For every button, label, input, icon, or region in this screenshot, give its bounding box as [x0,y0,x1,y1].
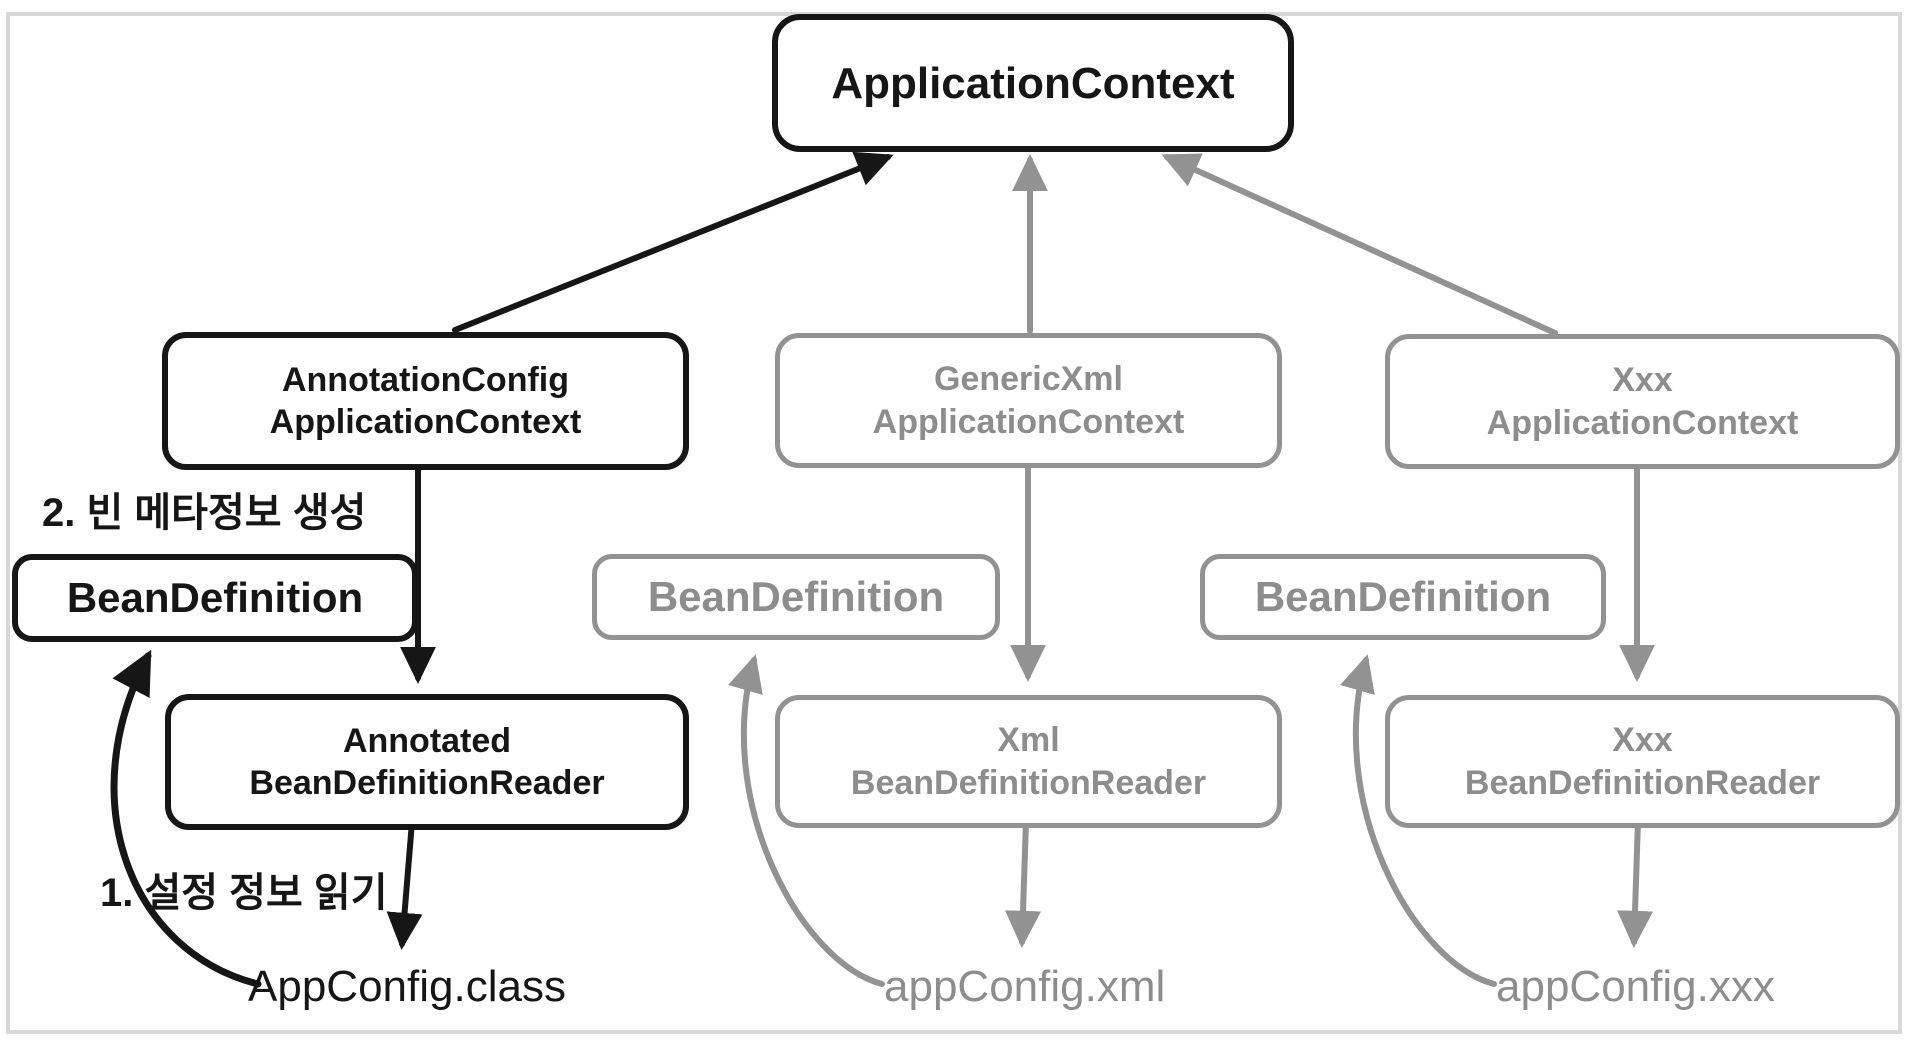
arrow-annotationconfig-to-applicationcontext [452,151,894,333]
node-xxxreader-line1: Xxx [1612,721,1673,759]
arrow-xxxcontext-to-applicationcontext [1161,153,1558,336]
arrow-xxxreader-to-appconfigxxx [1617,818,1654,948]
arrow-annotatedreader-to-appconfigclass [386,819,423,950]
node-xmlreader-line2: BeanDefinitionReader [850,763,1207,802]
node-annotated-beandefinitionreader: Annotated BeanDefinitionReader [165,694,689,830]
file-appconfig-class: AppConfig.class [248,962,566,1011]
node-annotationconfig-line2: ApplicationContext [269,403,582,441]
node-annotatedreader-line1: Annotated [342,721,512,760]
arrow-appconfigxxx-to-beandefinition [1340,654,1497,987]
node-genericxml-application-context: GenericXml ApplicationContext [775,333,1282,468]
node-genericxml-line1: GenericXml [934,360,1123,398]
arrow-appconfigclass-to-beandefinition [110,649,262,988]
node-beandefinition-left-label: BeanDefinition [66,573,364,621]
annotation-step2-create-bean-metadata: 2. 빈 메타정보 생성 [42,491,367,535]
annotation-step1-read-config-info: 1. 설정 정보 읽기 [100,871,388,915]
node-xmlreader-line1: Xml [997,721,1060,759]
node-beandefinition-right: BeanDefinition [1200,554,1606,640]
node-xml-beandefinitionreader: Xml BeanDefinitionReader [775,695,1282,828]
arrow-appconfigxml-to-beandefinition [728,654,885,987]
node-xxxcontext-line2: ApplicationContext [1486,403,1799,442]
node-application-context: ApplicationContext [772,14,1294,152]
file-appconfig-xxx: appConfig.xxx [1496,962,1775,1011]
node-annotationconfig-line1: AnnotationConfig [281,360,570,399]
node-xxxreader-line2: BeanDefinitionReader [1464,763,1821,802]
node-beandefinition-left: BeanDefinition [12,554,418,642]
node-application-context-label: ApplicationContext [831,58,1235,108]
file-appconfig-xml: appConfig.xml [884,962,1166,1011]
node-xxx-beandefinitionreader: Xxx BeanDefinitionReader [1385,695,1900,828]
node-xxxcontext-line1: Xxx [1612,361,1673,399]
node-beandefinition-middle: BeanDefinition [592,554,1000,640]
arrow-xmlreader-to-appconfigxml [1005,818,1042,948]
node-genericxml-line2: ApplicationContext [872,402,1185,441]
node-annotationconfig-application-context: AnnotationConfig ApplicationContext [162,332,689,470]
node-annotatedreader-line2: BeanDefinitionReader [249,764,605,802]
node-beandefinition-middle-label: BeanDefinition [647,572,945,620]
node-xxx-application-context: Xxx ApplicationContext [1385,334,1900,469]
node-beandefinition-right-label: BeanDefinition [1254,572,1552,620]
